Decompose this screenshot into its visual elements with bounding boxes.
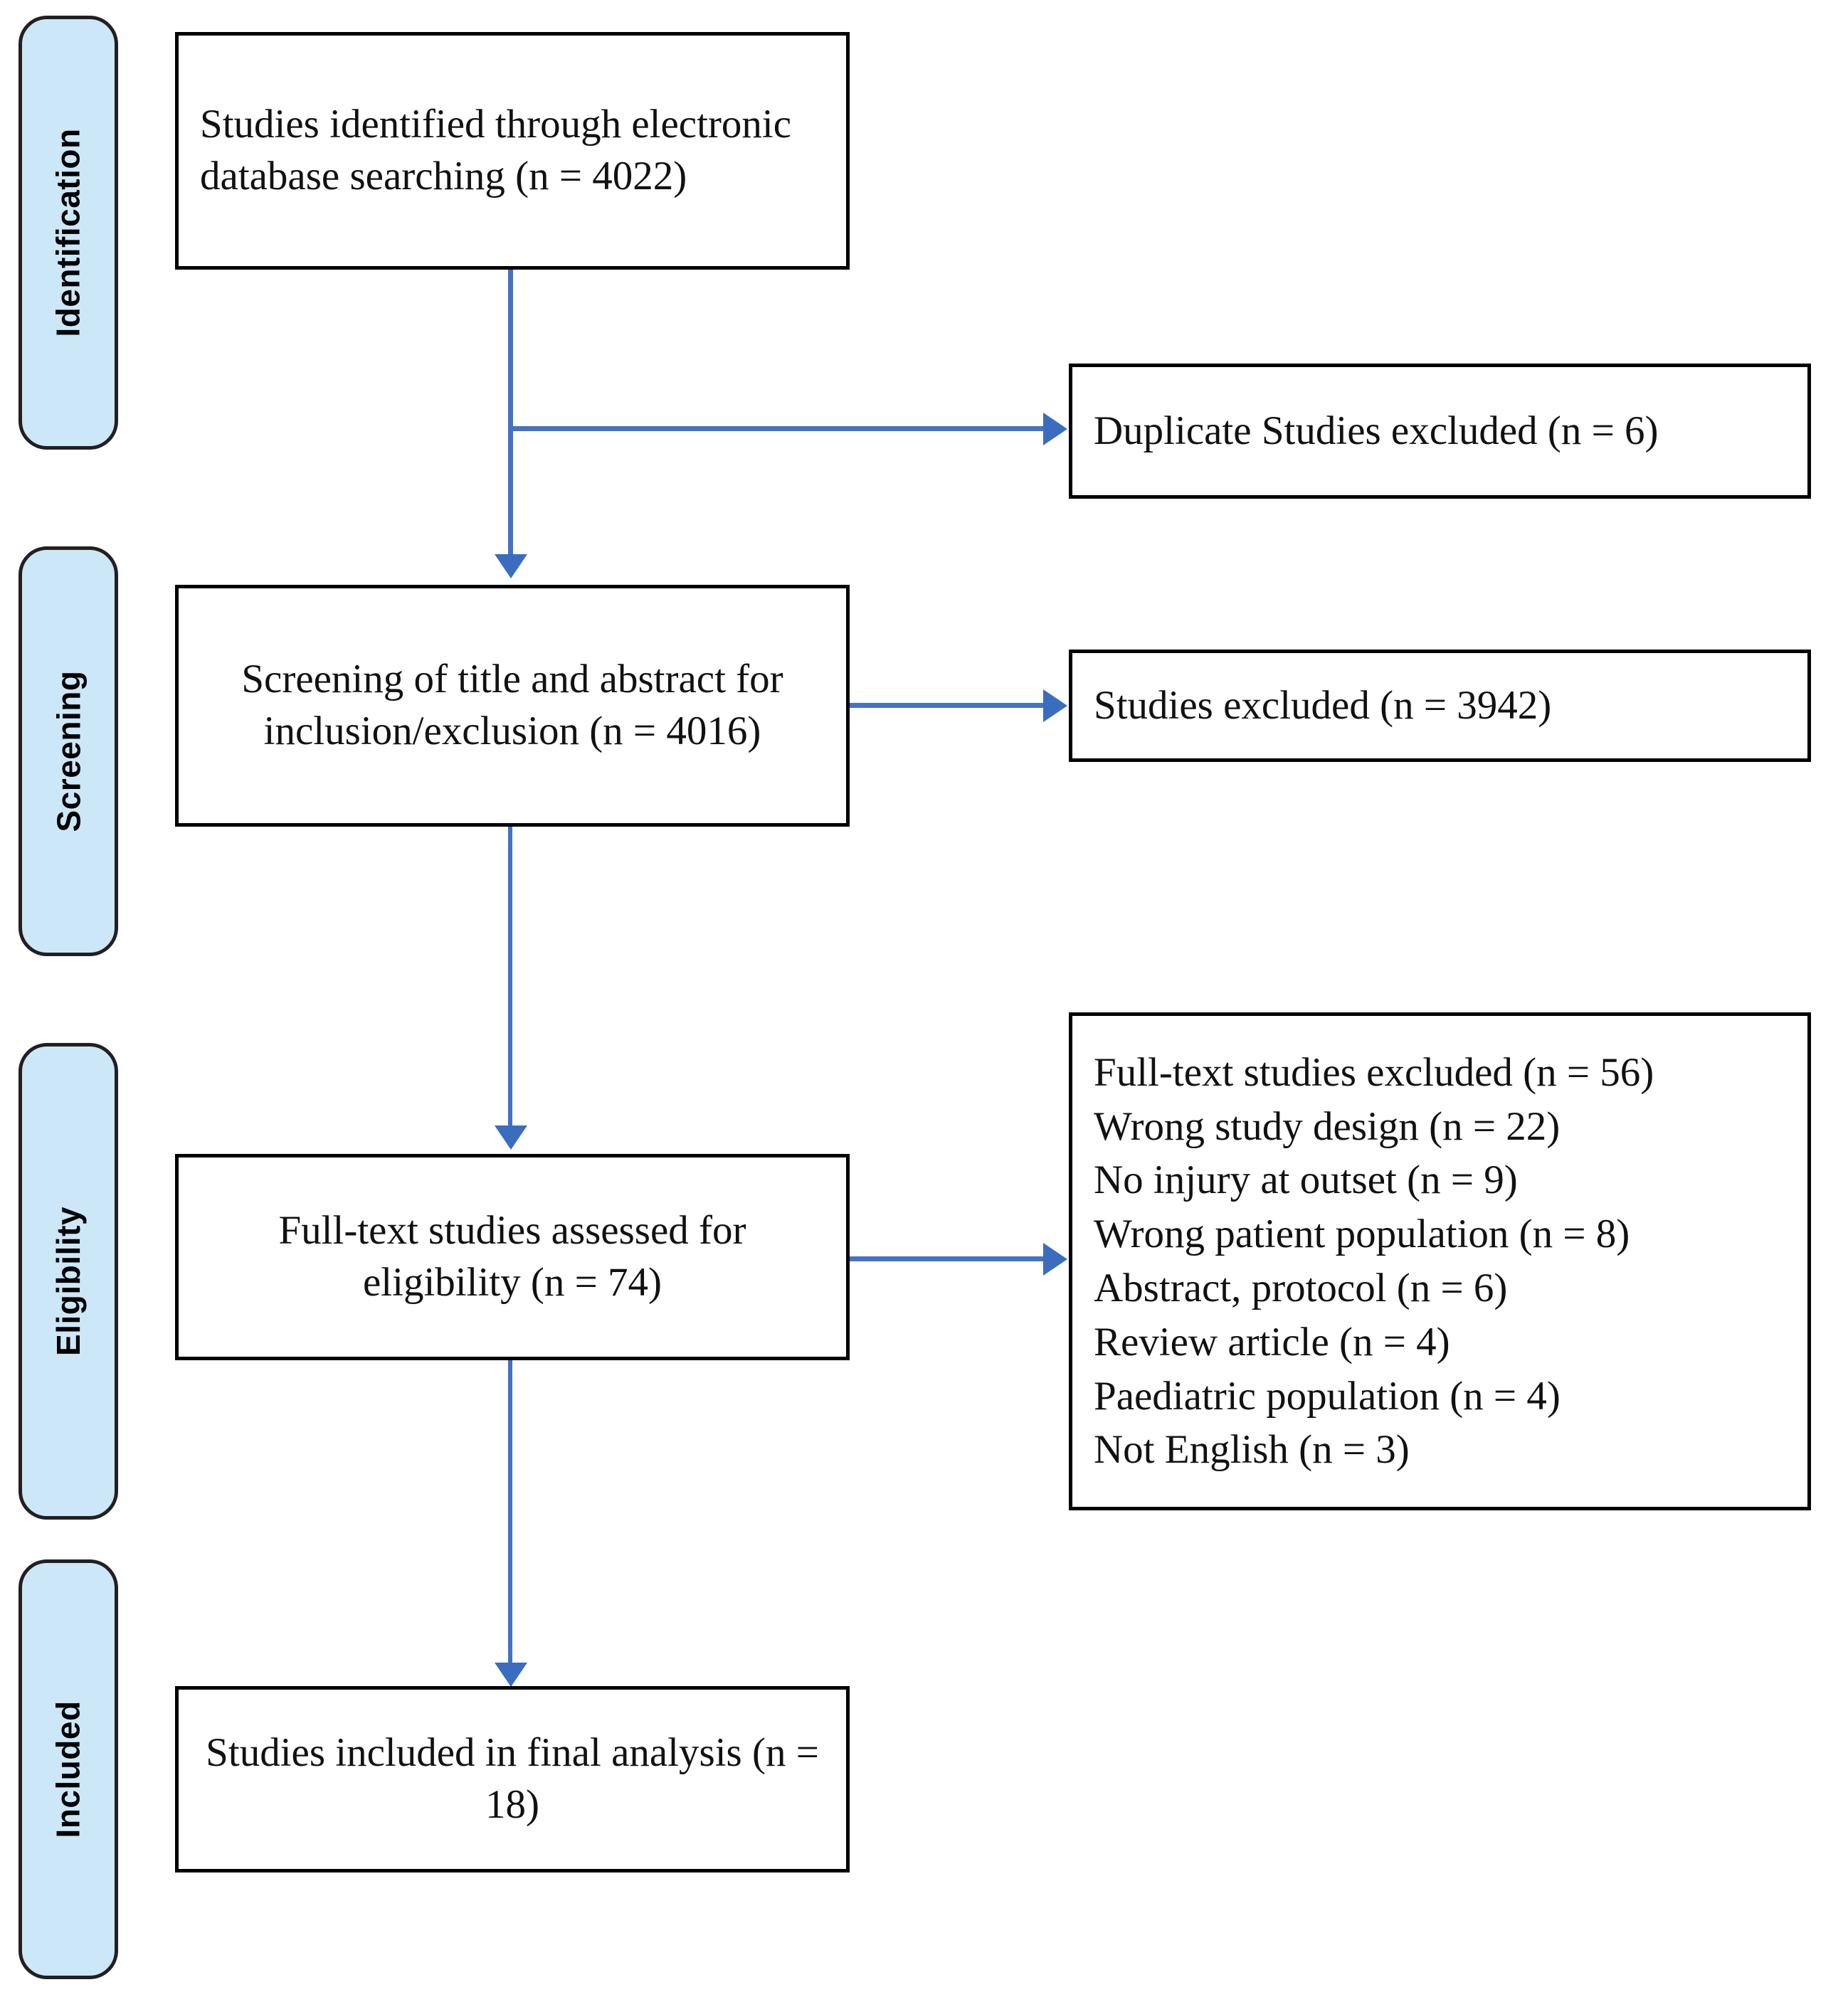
box-studies-included-final: Studies included in final analysis (n = …	[175, 1686, 850, 1872]
box-studies-excluded-text: Studies excluded (n = 3942)	[1094, 682, 1552, 728]
box-full-text-studies-excluded: Full-text studies excluded (n = 56) Wron…	[1069, 1012, 1811, 1510]
arrowhead-fulltext-to-included	[495, 1663, 527, 1687]
stage-pill-included: Included	[19, 1559, 118, 1979]
stage-label-included: Included	[50, 1700, 87, 1838]
exclusion-reason-heading: Full-text studies excluded (n = 56)	[1094, 1049, 1654, 1095]
box-studies-included-final-text: Studies included in final analysis (n = …	[206, 1730, 819, 1827]
box-full-text-assessed-text: Full-text studies assessed for eligibili…	[278, 1208, 746, 1305]
exclusion-reason-item: Paediatric population (n = 4)	[1094, 1373, 1561, 1419]
arrowhead-identified-to-duplicates	[1043, 413, 1067, 445]
exclusion-reason-item: Review article (n = 4)	[1094, 1319, 1450, 1365]
full-text-exclusion-reason-list: Full-text studies excluded (n = 56) Wron…	[1072, 1046, 1807, 1477]
box-duplicate-studies-excluded-text: Duplicate Studies excluded (n = 6)	[1094, 408, 1659, 453]
stage-pill-identification: Identification	[19, 16, 118, 450]
box-studies-identified-text: Studies identified through electronic da…	[200, 102, 792, 198]
stage-pill-screening: Screening	[19, 546, 118, 956]
box-studies-excluded: Studies excluded (n = 3942)	[1069, 650, 1811, 762]
exclusion-reason-item: Abstract, protocol (n = 6)	[1094, 1266, 1508, 1310]
connector-identified-to-duplicates	[508, 426, 1043, 431]
box-screening-title-abstract-text: Screening of title and abstract for incl…	[241, 657, 783, 753]
box-duplicate-studies-excluded: Duplicate Studies excluded (n = 6)	[1069, 364, 1811, 499]
arrowhead-screening-to-excluded	[1043, 689, 1067, 722]
exclusion-reason-item: Not English (n = 3)	[1094, 1427, 1410, 1473]
exclusion-reason-item: Wrong study design (n = 22)	[1094, 1103, 1561, 1149]
connector-fulltext-to-included	[508, 1360, 512, 1663]
box-studies-identified: Studies identified through electronic da…	[175, 32, 850, 270]
arrowhead-fulltext-to-excluded	[1043, 1243, 1067, 1276]
connector-screening-to-fulltext	[508, 827, 512, 1125]
box-full-text-assessed: Full-text studies assessed for eligibili…	[175, 1154, 850, 1360]
connector-identified-to-screening	[508, 270, 513, 554]
connector-fulltext-to-excluded	[850, 1256, 1043, 1261]
exclusion-reason-item: Wrong patient population (n = 8)	[1094, 1212, 1630, 1257]
stage-label-eligibility: Eligibility	[50, 1207, 87, 1356]
exclusion-reason-item: No injury at outset (n = 9)	[1094, 1157, 1518, 1203]
arrowhead-screening-to-fulltext	[495, 1125, 527, 1150]
stage-label-screening: Screening	[50, 670, 88, 832]
box-screening-title-abstract: Screening of title and abstract for incl…	[175, 585, 850, 827]
arrowhead-identified-to-screening	[495, 554, 527, 578]
stage-label-identification: Identification	[50, 128, 88, 337]
connector-screening-to-excluded	[850, 703, 1043, 708]
stage-pill-eligibility: Eligibility	[19, 1043, 118, 1520]
